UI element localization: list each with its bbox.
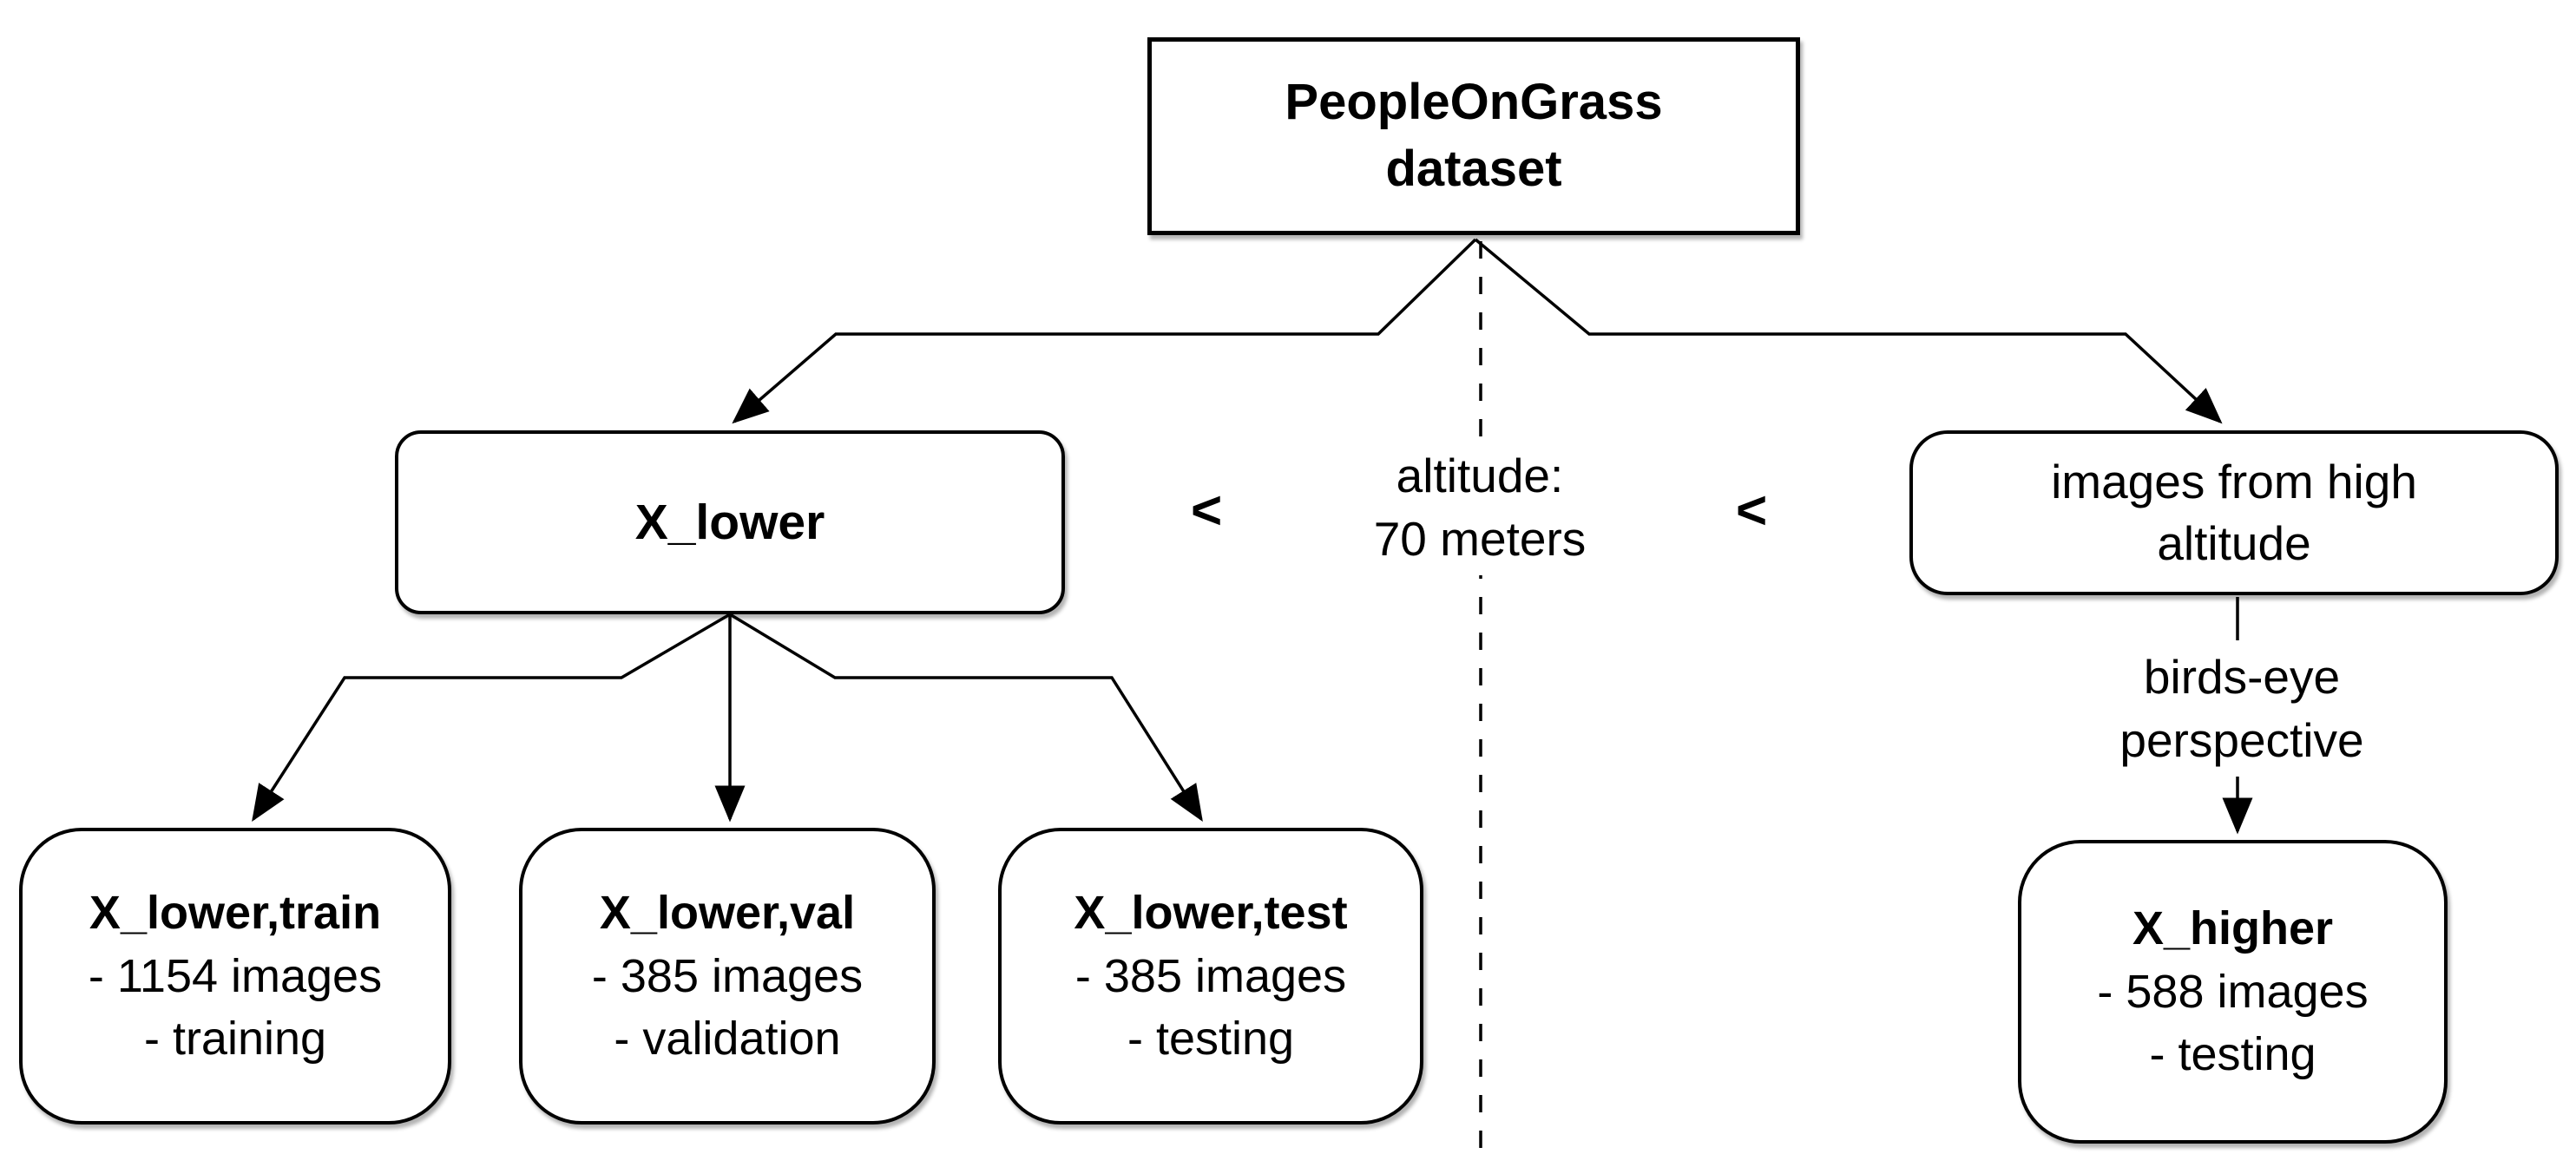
arrow-x-lower-to-test <box>729 613 1203 822</box>
birds-eye-label-line2: perspective <box>2119 712 2364 767</box>
altitude-label: altitude: 70 meters <box>1285 439 1675 576</box>
x-lower-train-images-count: - 1154 images <box>88 949 383 1002</box>
altitude-label-line1: altitude: <box>1396 449 1564 502</box>
x-higher-images-count: - 588 images <box>2097 965 2369 1018</box>
node-x-lower-test: X_lower,test - 385 images - testing <box>998 828 1423 1124</box>
node-x-lower-val: X_lower,val - 385 images - validation <box>519 828 936 1124</box>
arrow-x-lower-to-train <box>252 613 731 822</box>
high-altitude-line2: altitude <box>2157 516 2311 570</box>
x-lower-test-images-count: - 385 images <box>1074 949 1347 1002</box>
x-lower-train-title: X_lower,train <box>89 887 382 940</box>
x-higher-purpose: - testing <box>2149 1028 2316 1081</box>
x-lower-test-purpose: - testing <box>1127 1013 1295 1065</box>
birds-eye-label-line1: birds-eye <box>2143 650 2341 704</box>
root-title-line2: dataset <box>1385 141 1562 197</box>
x-higher-title: X_higher <box>2132 902 2334 955</box>
arrow-root-to-x-lower <box>732 238 1477 424</box>
root-title-line1: PeopleOnGrass <box>1285 74 1663 131</box>
x-lower-val-purpose: - validation <box>614 1013 841 1065</box>
x-lower-val-title: X_lower,val <box>599 887 856 940</box>
less-than-symbol-left: < <box>1191 481 1223 541</box>
x-lower-val-images-count: - 385 images <box>591 949 864 1002</box>
birds-eye-perspective-label: birds-eye perspective <box>2047 640 2437 777</box>
x-lower-train-purpose: - training <box>143 1013 327 1065</box>
node-x-lower: X_lower <box>395 430 1065 614</box>
x-lower-label: X_lower <box>634 495 825 550</box>
node-x-higher: X_higher - 588 images - testing <box>2018 840 2448 1144</box>
node-images-from-high-altitude: images from high altitude <box>1909 430 2559 595</box>
node-peopleongrass-dataset: PeopleOnGrass dataset <box>1147 37 1800 235</box>
high-altitude-line1: images from high <box>2051 454 2417 508</box>
less-than-symbol-right: < <box>1736 481 1768 541</box>
x-lower-test-title: X_lower,test <box>1074 887 1348 940</box>
arrow-root-to-high-altitude <box>1474 238 2223 424</box>
node-x-lower-train: X_lower,train - 1154 images - training <box>19 828 451 1124</box>
altitude-label-line2: 70 meters <box>1373 511 1587 566</box>
